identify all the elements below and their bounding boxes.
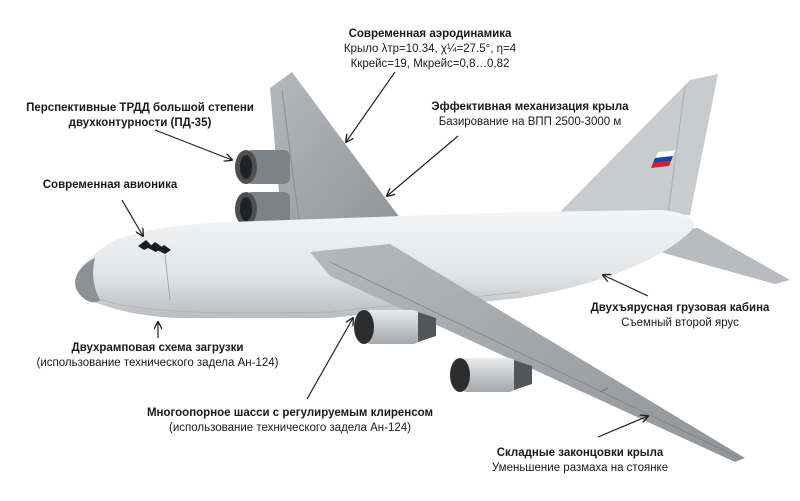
annotation-title: Современная аэродинамика: [348, 28, 512, 40]
annotation-title: Двухъярусная грузовая кабина: [590, 302, 770, 314]
annotation-line: (использование технического задела Ан-12…: [169, 422, 411, 434]
annotation-line: Уменьшение размаха на стоянке: [491, 462, 669, 474]
annotation-title-line2: двухконтурности (ПД-35): [68, 117, 212, 129]
annotation-title: Перспективные ТРДД большой степени: [26, 102, 254, 114]
annotation-line: Крыло λтр=10.34, χ¼=27.5°, η=4: [343, 43, 517, 55]
far-engines: [235, 150, 290, 226]
annotation-line: (использование технического задела Ан-12…: [36, 357, 279, 369]
annotation-avionics: Современная авионика: [30, 178, 190, 193]
annotation-title: Двухрамповая схема загрузки: [71, 342, 244, 354]
russian-flag: [651, 149, 677, 168]
right-wing: [310, 244, 745, 462]
annotation-loading-ramps: Двухрамповая схема загрузки (использован…: [0, 341, 315, 371]
annotation-title: Современная авионика: [42, 179, 178, 191]
annotation-aerodynamics: Современная аэродинамика Крыло λтр=10.34…: [300, 27, 560, 72]
annotation-title: Складные законцовки крыла: [496, 447, 664, 459]
annotation-title: Эффективная механизация крыла: [431, 101, 629, 113]
annotation-high-lift: Эффективная механизация крыла Базировани…: [425, 100, 635, 130]
left-wing: [270, 72, 400, 232]
annotation-landing-gear: Многоопорное шасси с регулируемым клирен…: [135, 406, 445, 436]
annotation-line: Базирование на ВПП 2500-3000 м: [438, 116, 622, 128]
annotation-folding-wingtips: Складные законцовки крыла Уменьшение раз…: [470, 446, 690, 476]
vertical-tail: [560, 74, 718, 215]
callout-arrows: [121, 71, 648, 438]
annotation-title: Многоопорное шасси с регулируемым клирен…: [146, 407, 434, 419]
annotation-engines: Перспективные ТРДД большой степени двухк…: [20, 101, 260, 131]
near-engines: [354, 310, 532, 392]
annotation-line: Съемный второй ярус: [621, 317, 739, 329]
horizontal-stabilizer: [650, 228, 790, 284]
annotation-line: Ккрейс=19, Мкрейс=0,8…0,82: [350, 58, 510, 70]
annotation-cargo-cabin: Двухъярусная грузовая кабина Съемный вто…: [575, 301, 785, 331]
